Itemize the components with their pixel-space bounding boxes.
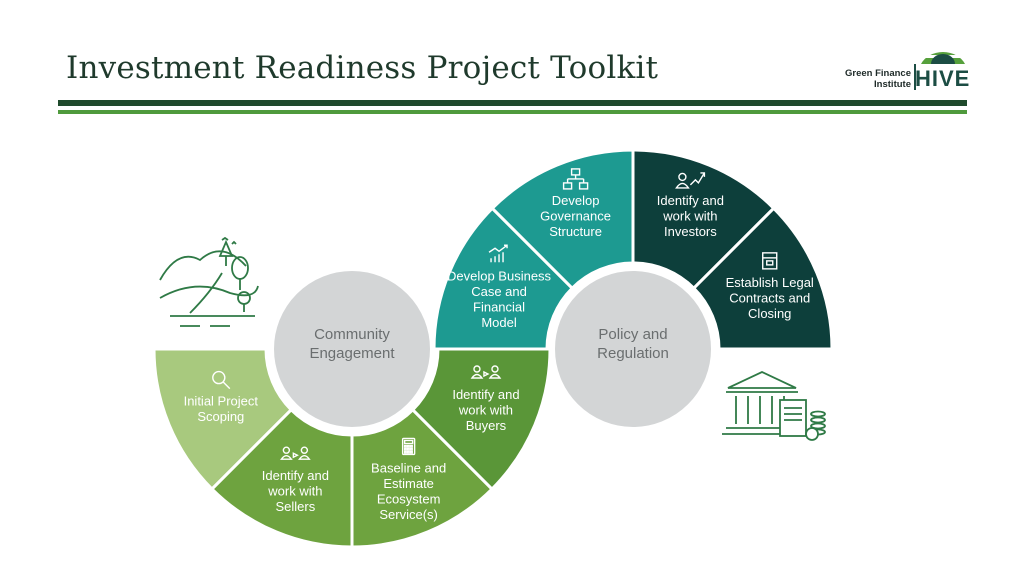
segment-identify-sellers	[209, 407, 354, 549]
org-chart-icon	[562, 168, 589, 190]
segment-legal-contracts	[691, 206, 834, 351]
segment-identify-buyers-label-line: work with	[458, 402, 513, 417]
government-finance-icon	[722, 371, 826, 441]
segment-governance-structure-label-line: Structure	[549, 224, 602, 239]
segment-initial-project-scoping	[152, 347, 294, 492]
segment-business-case	[432, 206, 575, 351]
calculator-icon	[401, 437, 416, 456]
investor-growth-icon	[675, 172, 706, 189]
segment-baseline-ecosystem-services-label-line: Baseline and	[371, 460, 446, 475]
hive-dome-icon	[919, 48, 967, 64]
segment-identify-buyers	[410, 347, 552, 492]
illustrations-layer	[159, 236, 826, 441]
segment-baseline-ecosystem-services	[350, 407, 495, 549]
segment-identify-investors	[631, 148, 776, 291]
community-engagement-hub-label-line: Community	[314, 326, 390, 343]
growth-chart-icon	[488, 244, 508, 263]
segment-governance-structure	[490, 148, 635, 291]
segment-legal-contracts-label-line: Closing	[748, 306, 791, 321]
icons-layer	[212, 168, 778, 460]
segment-identify-sellers-label-line: work with	[267, 484, 322, 499]
logo-line-1: Green Finance	[845, 68, 911, 79]
segment-identify-buyers-label-line: Buyers	[466, 418, 507, 433]
logo-divider	[914, 64, 916, 90]
contract-icon	[762, 252, 778, 270]
segment-legal-contracts-label-line: Establish Legal	[726, 275, 814, 290]
policy-regulation-hub-label-line: Regulation	[597, 345, 669, 362]
segment-governance-structure-label-line: Governance	[540, 208, 611, 223]
policy-regulation-hub-label-line: Policy and	[598, 326, 667, 343]
segment-identify-investors-label-line: Identify and	[657, 193, 724, 208]
segment-initial-project-scoping-label-line: Scoping	[197, 409, 244, 424]
segment-business-case-label-line: Financial	[473, 299, 525, 314]
segment-business-case-label-line: Model	[481, 315, 517, 330]
segment-identify-buyers-label-line: Identify and	[452, 387, 519, 402]
page-title: Investment Readiness Project Toolkit	[66, 50, 659, 86]
segments-layer	[152, 148, 834, 549]
policy-regulation-hub-circle	[551, 267, 715, 431]
community-engagement-hub-circle	[270, 267, 434, 431]
header-rule-dark	[58, 100, 967, 106]
header-rule-light	[58, 110, 967, 114]
magnifier-icon	[212, 370, 231, 390]
green-finance-hive-logo: Green Finance Institute HIVE	[845, 40, 971, 92]
segment-identify-investors-label-line: work with	[662, 208, 717, 223]
community-engagement-hub-label-line: Engagement	[309, 345, 395, 362]
segment-identify-sellers-label-line: Identify and	[262, 468, 329, 483]
landscape-icon	[159, 236, 259, 327]
logo-brand: HIVE	[915, 66, 971, 91]
segment-baseline-ecosystem-services-label-line: Estimate	[383, 476, 434, 491]
logo-line-2: Institute	[874, 79, 911, 90]
handshake-people-icon	[280, 446, 311, 460]
segment-baseline-ecosystem-services-label-line: Service(s)	[379, 507, 438, 522]
segment-baseline-ecosystem-services-label-line: Ecosystem	[377, 491, 441, 506]
segment-identify-investors-label-line: Investors	[664, 224, 717, 239]
segment-business-case-label-line: Develop Business	[447, 268, 552, 283]
segment-governance-structure-label-line: Develop	[552, 193, 600, 208]
segment-legal-contracts-label-line: Contracts and	[729, 290, 810, 305]
exchange-people-icon	[470, 365, 502, 379]
segment-identify-sellers-label-line: Sellers	[275, 499, 315, 514]
segment-initial-project-scoping-label-line: Initial Project	[184, 394, 259, 409]
segment-business-case-label-line: Case and	[471, 284, 527, 299]
